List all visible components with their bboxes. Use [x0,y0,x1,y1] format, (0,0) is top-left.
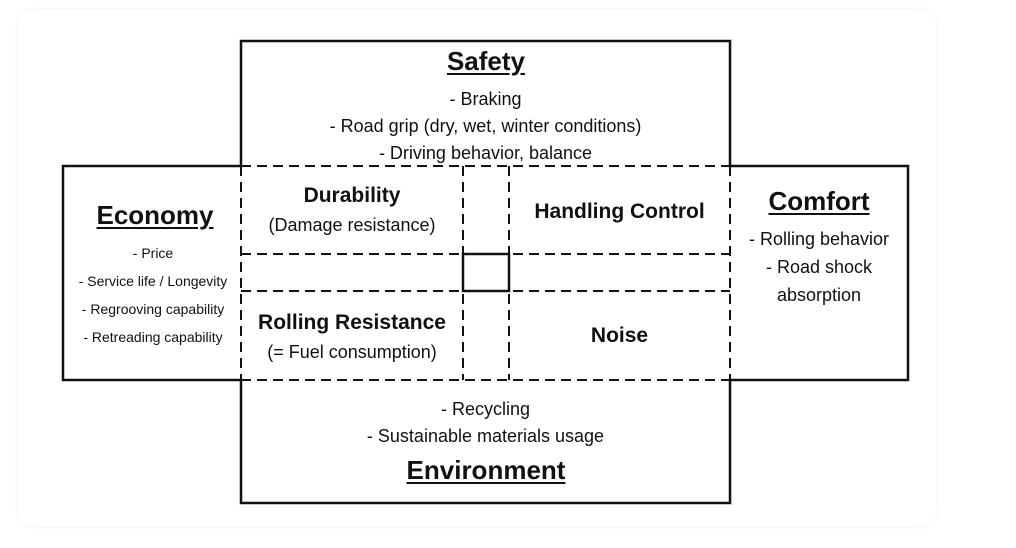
diagram-card [18,10,936,526]
environment-item-recycling: - Recycling [440,399,531,419]
rolling-resistance-subtitle: (= Fuel consumption) [267,342,437,362]
economy-item-service-life: - Service life / Longevity [78,273,228,289]
economy-title: Economy [96,200,214,230]
durability-subtitle: (Damage resistance) [268,215,436,235]
rolling-resistance-title: Rolling Resistance [258,311,446,334]
safety-item-road-grip: - Road grip (dry, wet, winter conditions… [329,116,642,136]
center-square [461,252,511,293]
comfort-title: Comfort [768,186,870,216]
safety-title: Safety [446,46,526,76]
handling-control-title: Handling Control [534,200,705,223]
comfort-item-absorption: absorption [776,285,862,305]
safety-item-braking: - Braking [449,89,522,109]
environment-item-sustainable: - Sustainable materials usage [366,426,605,446]
economy-item-retreading: - Retreading capability [83,329,223,345]
comfort-item-road-shock: - Road shock [765,257,873,277]
economy-item-price: - Price [132,245,174,261]
safety-item-driving-behavior: - Driving behavior, balance [378,143,593,163]
durability-title: Durability [303,184,401,207]
economy-item-regrooving: - Regrooving capability [81,301,225,317]
noise-title: Noise [590,324,649,347]
comfort-item-rolling: - Rolling behavior [748,229,890,249]
environment-title: Environment [406,455,566,485]
